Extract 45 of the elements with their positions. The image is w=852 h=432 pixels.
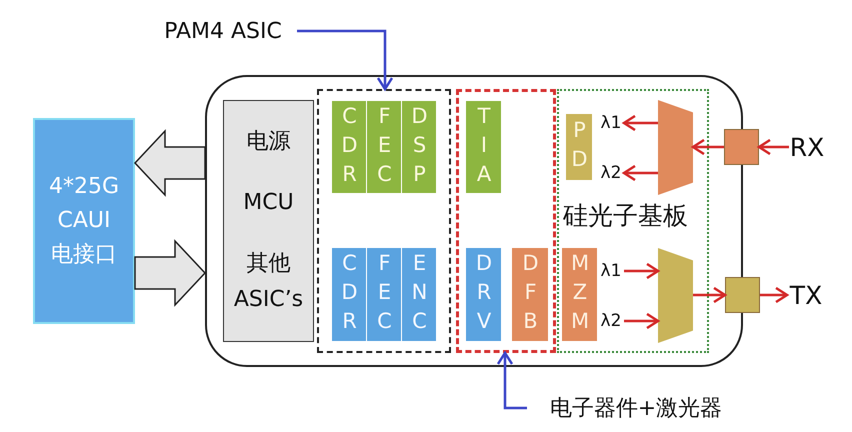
arrow [692, 138, 724, 156]
arrow [622, 164, 658, 182]
chip-block: MZM [562, 248, 597, 341]
connector-square [724, 129, 759, 165]
block-arrow [134, 239, 206, 307]
leader-arrow [297, 30, 394, 90]
component-label: 其他 ASIC’s [232, 250, 304, 314]
callout-text: 电子器件+激光器 [528, 393, 744, 423]
arrow [624, 312, 660, 330]
component-box [223, 100, 314, 342]
callout-text: PAM4 ASIC [150, 16, 296, 46]
connector-square [725, 277, 760, 313]
chip-block: ENC [402, 248, 436, 341]
chip-block: FEC [367, 101, 401, 193]
port-label: TX [787, 278, 825, 312]
port-label: RX [789, 130, 825, 164]
component-label: MCU [242, 188, 295, 217]
arrow [693, 286, 726, 304]
dashed-group-box [317, 89, 451, 353]
mux-trapezoid [658, 248, 693, 343]
chip-block: DFB [512, 248, 548, 341]
chip-block: DSP [402, 101, 436, 193]
arrow [758, 138, 789, 156]
demux-trapezoid [658, 100, 693, 195]
chip-block: PD [566, 114, 592, 180]
block-arrow [134, 129, 206, 197]
chip-block: TIA [466, 101, 501, 193]
module-box [205, 75, 743, 367]
chip-block: CDR [332, 101, 366, 193]
arrow [622, 114, 658, 132]
wavelength-label: λ1 [598, 259, 624, 283]
chip-block: FEC [367, 248, 401, 341]
arrow [760, 286, 788, 304]
chip-block: DRV [466, 248, 501, 341]
arrow [624, 262, 660, 280]
leader-arrow [496, 352, 527, 410]
substrate-label: 硅光子基板 [563, 200, 688, 232]
wavelength-label: λ2 [598, 309, 624, 333]
dashed-group-box [456, 89, 556, 353]
component-label: 电源 [246, 128, 292, 156]
chip-block: CDR [332, 248, 366, 341]
dotted-group-box [557, 89, 709, 353]
wavelength-label: λ1 [598, 111, 624, 135]
wavelength-label: λ2 [598, 161, 624, 185]
interface-box: 4*25G CAUI 电接口 [33, 118, 135, 324]
